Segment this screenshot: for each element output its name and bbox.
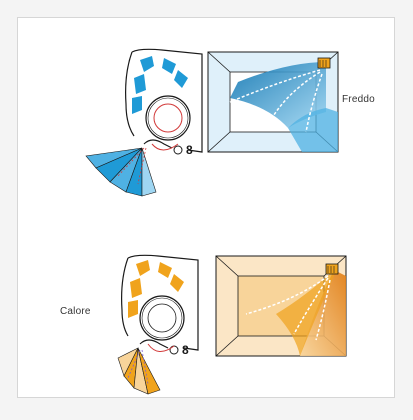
unit-back <box>126 52 134 136</box>
heating-unit-diagram: 8 <box>98 250 228 420</box>
cooling-panel: 8 <box>18 18 396 208</box>
diagram-frame: 8 <box>17 17 395 398</box>
svg-text:8: 8 <box>182 343 189 357</box>
cooling-unit-diagram: 8 <box>82 44 212 214</box>
heating-air-louvers <box>118 348 160 394</box>
heating-room-diagram <box>216 256 346 356</box>
svg-text:8: 8 <box>186 143 193 157</box>
heating-mode-label: Calore <box>60 306 91 317</box>
heating-panel: Calore 8 <box>18 208 396 398</box>
cooling-room-unit <box>318 58 330 68</box>
cooling-room-diagram <box>208 52 338 152</box>
cooling-mode-label: Freddo <box>342 94 375 105</box>
cooling-air-louvers <box>86 148 156 196</box>
fan-outer <box>146 96 190 140</box>
heating-room-unit <box>326 264 338 274</box>
